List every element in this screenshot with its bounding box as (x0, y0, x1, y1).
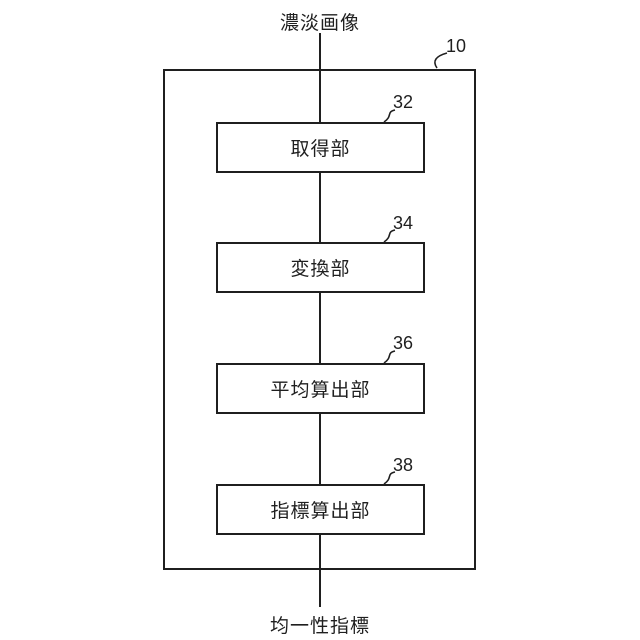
ref-numeral-32: 32 (393, 92, 414, 112)
ref-numeral-10: 10 (446, 36, 467, 56)
apparatus-outline-box (163, 69, 476, 570)
block-conversion-unit: 変換部 (216, 242, 425, 293)
ref-numeral-36: 36 (393, 333, 414, 353)
output-label: 均一性指標 (269, 616, 370, 637)
block-index-calculation-unit: 指標算出部 (216, 484, 425, 535)
block-label: 変換部 (290, 259, 351, 280)
block-label: 平均算出部 (270, 380, 371, 401)
input-label: 濃淡画像 (279, 13, 360, 34)
block-label: 指標算出部 (270, 501, 371, 522)
signal-flow-line (319, 33, 321, 607)
block-average-calculation-unit: 平均算出部 (216, 363, 425, 414)
block-acquisition-unit: 取得部 (216, 122, 425, 173)
leader-squiggle-32 (383, 109, 396, 123)
leader-squiggle-10 (434, 52, 448, 69)
leader-squiggle-38 (383, 471, 396, 485)
leader-squiggle-36 (383, 350, 396, 364)
block-label: 取得部 (290, 139, 351, 160)
ref-numeral-34: 34 (393, 213, 414, 233)
leader-squiggle-34 (383, 229, 396, 243)
ref-numeral-38: 38 (393, 455, 414, 475)
